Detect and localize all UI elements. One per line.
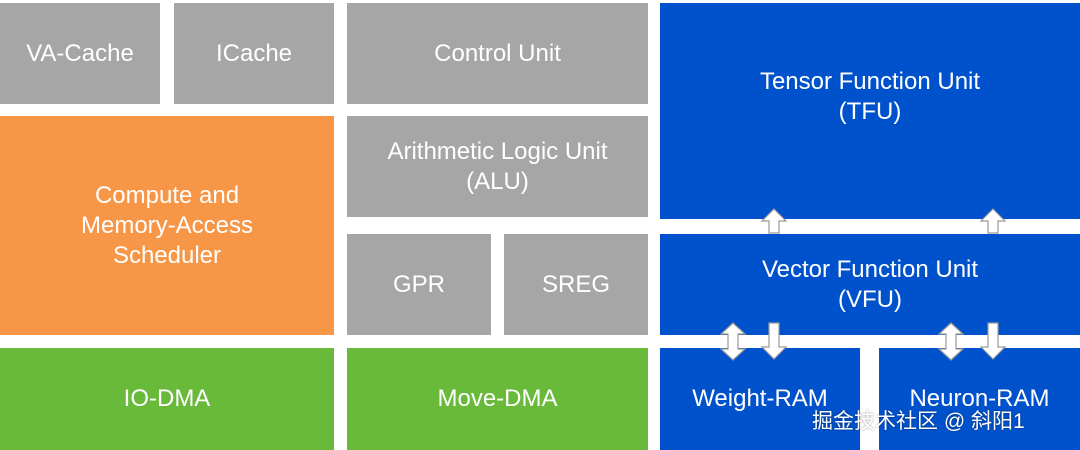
tfu-label-line-1: Tensor Function Unit [759,68,981,95]
icache-block: ICache [174,3,334,104]
io-dma-label: IO-DMA [123,385,211,412]
watermark-text: 掘金技术社区 @ 斜阳1 [812,410,1025,433]
move-dma-label: Move-DMA [437,385,558,412]
alu-label-line-2: (ALU) [466,167,529,195]
weight-ram-label: Weight-RAM [692,385,828,412]
neuron-ram-block: Neuron-RAM [879,348,1080,450]
gpr-label: GPR [392,270,445,298]
scheduler-label-line-1: Compute and [94,181,240,209]
tfu-block: Tensor Function Unit (TFU) [660,3,1080,219]
scheduler-label-line-2: Memory-Access [80,211,254,239]
vfu-block: Vector Function Unit (VFU) [660,234,1080,335]
control-unit-label: Control Unit [434,39,561,67]
va-cache-block: VA-Cache [0,3,160,104]
control-unit-block: Control Unit [347,3,648,104]
icache-label: ICache [215,39,293,67]
weight-ram-block: Weight-RAM [660,348,860,450]
vfu-label-line-1: Vector Function Unit [761,255,979,283]
watermark: 掘金技术社区 @ 斜阳1 [812,404,1025,440]
move-dma-block: Move-DMA [347,348,648,450]
alu-block: Arithmetic Logic Unit (ALU) [347,116,648,217]
sreg-block: SREG [504,234,648,335]
vfu-label-line-2: (VFU) [838,285,902,313]
neuron-ram-label: Neuron-RAM [909,385,1050,412]
sreg-label: SREG [541,270,610,298]
scheduler-label-line-3: Scheduler [112,241,222,269]
tfu-label-line-2: (TFU) [838,98,902,125]
io-dma-block: IO-DMA [0,348,334,450]
scheduler-block: Compute and Memory-Access Scheduler [0,116,334,335]
gpr-block: GPR [347,234,491,335]
alu-label-line-1: Arithmetic Logic Unit [387,137,608,165]
va-cache-label: VA-Cache [26,39,134,67]
